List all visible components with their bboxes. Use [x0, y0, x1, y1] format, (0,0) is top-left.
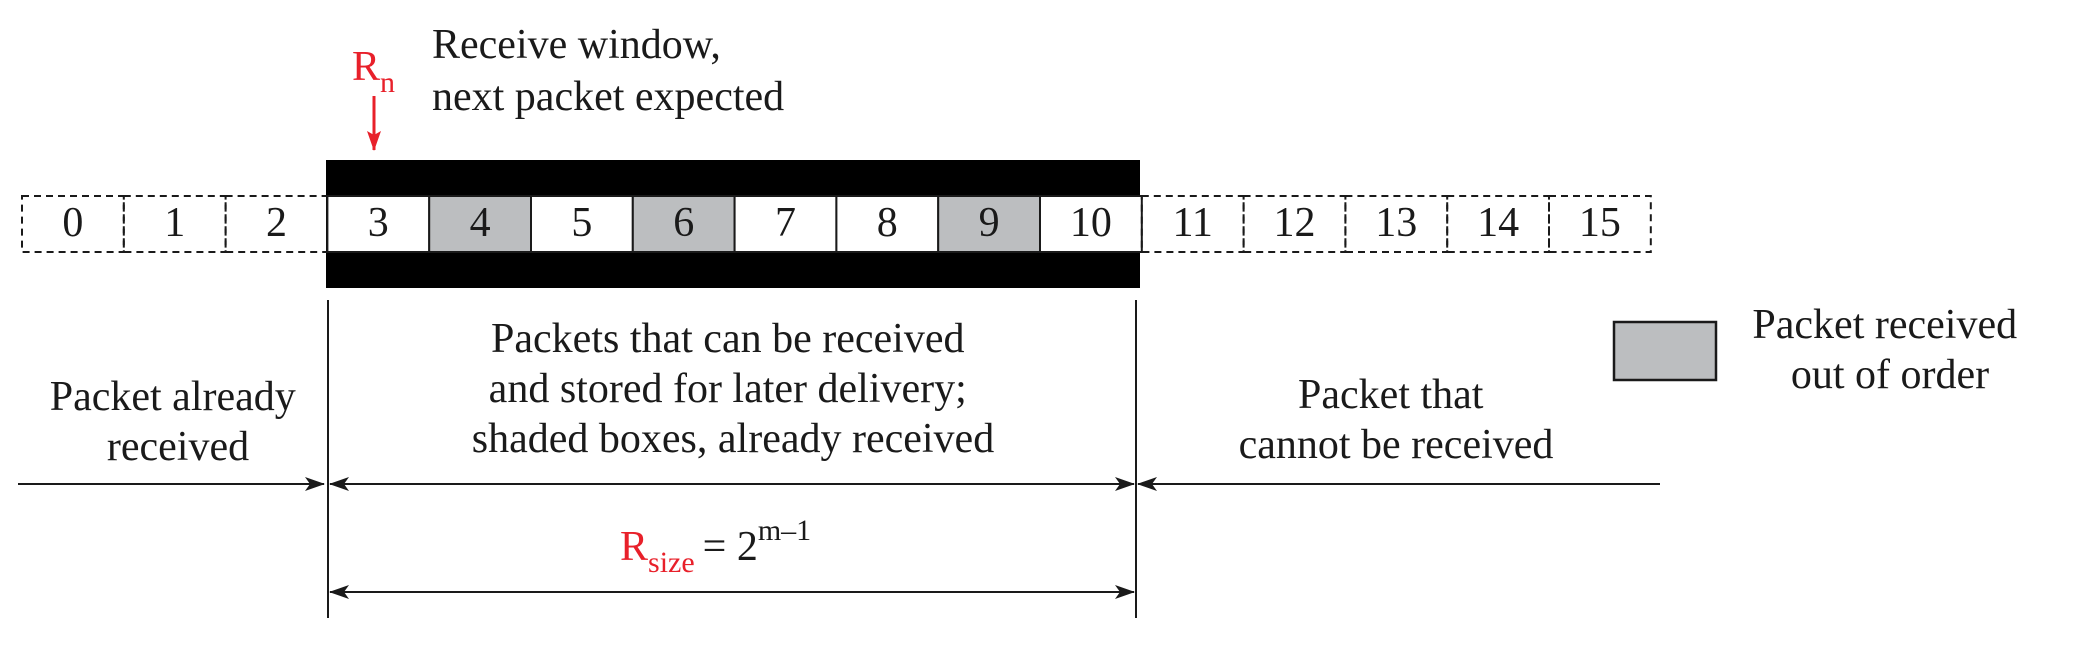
already-received-label: Packet already received — [50, 374, 307, 470]
legend: Packet received out of order — [1612, 302, 2027, 398]
packet-number: 9 — [979, 200, 1000, 246]
receive-window-label: Receive window, next packet expected — [432, 22, 784, 120]
packet-box-5: 5 — [530, 195, 634, 253]
packet-box-6: 6 — [631, 195, 736, 253]
packet-box-outline — [122, 195, 227, 253]
packet-number: 0 — [62, 200, 83, 246]
packet-box-8: 8 — [835, 195, 940, 253]
packet-box-10: 10 — [1039, 195, 1143, 253]
packet-number: 3 — [368, 200, 389, 246]
packet-box-14: 14 — [1446, 195, 1550, 253]
rn-label: Rn — [352, 44, 395, 99]
packet-number: 12 — [1274, 200, 1316, 246]
packet-box-outline — [937, 195, 1042, 253]
rn-pointer: Rn — [352, 44, 395, 151]
packet-box-13: 13 — [1344, 195, 1449, 253]
packet-number: 1 — [164, 200, 185, 246]
packet-number: 14 — [1477, 200, 1519, 246]
packet-number: 6 — [673, 200, 694, 246]
packet-number: 5 — [571, 200, 592, 246]
packet-box-outline — [1039, 195, 1143, 253]
packet-box-outline — [1548, 195, 1652, 253]
packet-number: 4 — [470, 200, 491, 246]
packet-box-7: 7 — [733, 195, 838, 253]
packet-box-outline — [1344, 195, 1449, 253]
packet-number: 10 — [1070, 200, 1112, 246]
packet-number: 7 — [775, 200, 796, 246]
packet-box-11: 11 — [1140, 195, 1245, 253]
packet-box-12: 12 — [1242, 195, 1347, 253]
packet-box-outline — [1140, 195, 1245, 253]
packet-box-9: 9 — [937, 195, 1042, 253]
legend-shaded-swatch — [1612, 320, 1718, 382]
packet-box-outline — [326, 195, 431, 253]
window-region-label: Packets that can be received and stored … — [472, 316, 994, 462]
packet-number: 13 — [1375, 200, 1417, 246]
packet-box-outline — [21, 195, 125, 253]
cannot-receive-label: Packet that cannot be received — [1239, 372, 1554, 468]
rsize-formula: Rsize= 2m–1 — [620, 514, 811, 579]
packet-box-outline — [1242, 195, 1347, 253]
packet-number: 11 — [1172, 200, 1212, 246]
packet-box-outline — [224, 195, 329, 253]
legend-label: Packet received out of order — [1752, 302, 2027, 398]
packet-box-3: 3 — [326, 195, 431, 253]
receive-window-frame — [326, 160, 1140, 288]
packet-box-4: 4 — [428, 195, 533, 253]
packet-box-outline — [1446, 195, 1550, 253]
packet-box-15: 15 — [1548, 195, 1652, 253]
packet-number: 2 — [266, 200, 287, 246]
packet-box-0: 0 — [21, 195, 125, 253]
packet-box-2: 2 — [224, 195, 329, 253]
packet-box-1: 1 — [122, 195, 227, 253]
packet-number: 8 — [877, 200, 898, 246]
packet-number: 15 — [1579, 200, 1621, 246]
